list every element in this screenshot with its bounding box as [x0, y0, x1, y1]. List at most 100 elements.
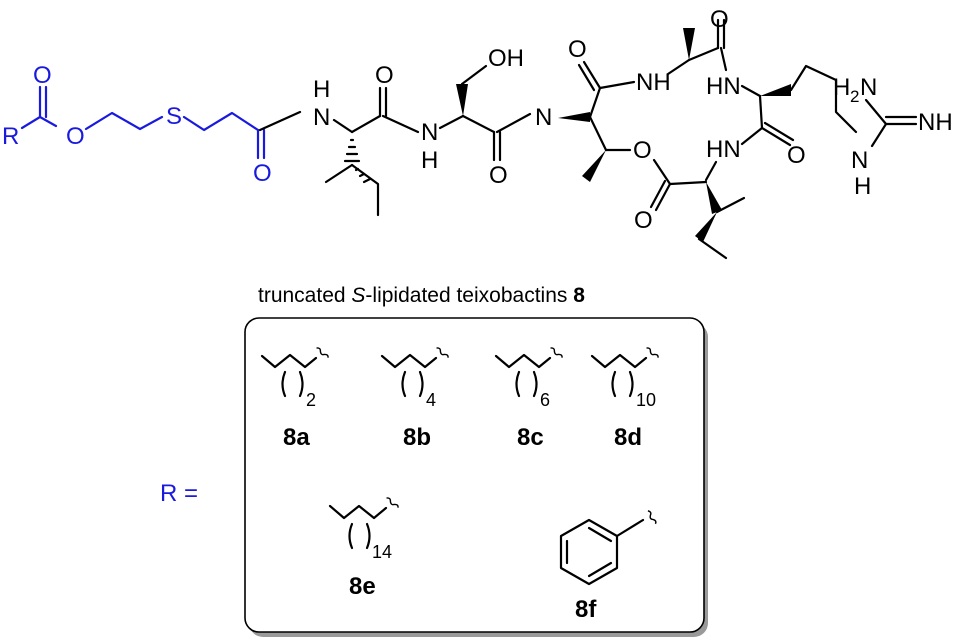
guanidine-n: N [851, 147, 868, 174]
left-paren [348, 522, 354, 550]
repeat-count: 10 [636, 390, 656, 410]
linear-peptide: H N O N H OH O N [258, 45, 552, 217]
n-to-guan-c [870, 122, 888, 148]
ile-amide-h: H [313, 76, 330, 103]
nh-to-ala-alpha [666, 58, 691, 76]
left-paren [281, 370, 287, 398]
benzene-double-bond-1 [587, 526, 613, 543]
hn-to-arg-alpha [740, 84, 762, 98]
n-to-ile-alpha [332, 118, 354, 134]
ile-amide-n: N [313, 104, 330, 131]
ile2-amide-hn: HN [706, 136, 741, 163]
compound-label: 8c [517, 424, 544, 451]
ser-carbonyl-oxygen: O [489, 162, 508, 189]
arg-co-to-hn [740, 126, 764, 146]
macrocycle: O NH O HN O HN O O [558, 6, 858, 260]
imine-nh: NH [918, 109, 953, 136]
ser-amide-h: H [421, 147, 438, 174]
right-paren [418, 370, 424, 398]
alkyl-chain [380, 353, 438, 369]
ile2-alpha-to-co [668, 180, 708, 186]
ser-hydroxyl: OH [488, 45, 524, 72]
guanidine: N H H 2 N NH [833, 74, 953, 200]
compound-label: 8a [283, 424, 310, 451]
ala-wedge-methyl [683, 28, 695, 60]
right-paren [298, 370, 304, 398]
amino-subscript: 2 [850, 87, 859, 106]
arg-side-chain [789, 64, 858, 134]
ile2-wedge-bond [706, 182, 722, 214]
amino-h: H [833, 74, 850, 101]
r-group-label: R [2, 123, 19, 150]
alkyl-chain [260, 353, 318, 369]
ile2-beta-wedge [695, 212, 717, 242]
benzene-double-bond-2 [587, 561, 613, 578]
variant-8a: 2 8a [260, 347, 329, 451]
right-paren [628, 370, 634, 398]
ile-ethyl [350, 163, 380, 217]
thr-beta-wedge-methyl [582, 150, 606, 182]
repeat-count: 14 [372, 542, 392, 562]
ile-hashed-bond [343, 138, 361, 163]
co-to-lactone-o [652, 158, 672, 186]
thr-co-bond [582, 60, 602, 90]
thr-carbonyl-oxygen: O [568, 36, 587, 63]
attachment-wavy-bond [550, 347, 563, 358]
amide-carbonyl-oxygen: O [253, 160, 272, 187]
right-paren [365, 522, 371, 550]
n-to-ser-alpha [438, 114, 465, 130]
left-paren [401, 370, 407, 398]
variant-8c: 6 8c [494, 347, 563, 451]
r-equals-label: R = [160, 480, 198, 507]
lipid-tail: R O O S O [2, 62, 272, 187]
arg-co-bond [760, 126, 792, 147]
ile2-methyl [715, 196, 746, 214]
right-paren [532, 370, 538, 398]
arg-co-bond-2 [763, 121, 795, 142]
thr-wedge-bond [558, 112, 590, 122]
compound-label: 8d [614, 424, 642, 451]
ala-carbonyl-oxygen: O [710, 6, 729, 33]
guanidine-n-h: H [854, 173, 871, 200]
arg-wedge-bond [760, 84, 791, 96]
amide-bond-ile [258, 110, 302, 132]
thr-co-bond-2 [577, 63, 596, 92]
amino-n: N [860, 74, 877, 101]
thr-alpha-to-co [588, 86, 602, 119]
ester-oxygen: O [66, 123, 85, 150]
ile-methyl [324, 163, 354, 184]
ser-ch2-oh [460, 64, 488, 86]
ile-alpha-to-co [350, 114, 382, 134]
attachment-wavy-bond [647, 510, 657, 525]
figure-caption: truncated S-lipidated teixobactins 8 [258, 284, 585, 307]
thr-amide-n: N [535, 104, 552, 131]
r-to-carbonyl-bond [20, 115, 58, 130]
variant-8e: 14 8e [328, 497, 399, 600]
thioether-sulfur: S [166, 103, 182, 130]
alkyl-chain [494, 353, 552, 369]
left-paren [515, 370, 521, 398]
compound-label: 8b [403, 424, 431, 451]
alkyl-chain [328, 504, 388, 520]
arg-carbonyl-oxygen: O [787, 142, 806, 169]
lactone-carbonyl-oxygen: O [634, 207, 653, 234]
repeat-count: 2 [306, 390, 316, 410]
compound-label: 8f [575, 596, 597, 623]
ile2-ethyl [697, 237, 728, 260]
thr-alpha-beta [588, 115, 608, 152]
hn-to-ile2-alpha [704, 160, 718, 182]
ala-amide-nh: NH [636, 69, 671, 96]
arg-amide-hn: HN [706, 73, 741, 100]
repeat-count: 4 [426, 390, 436, 410]
ser-amide-n: N [421, 119, 438, 146]
alkyl-chain [590, 353, 648, 369]
variant-8f: 8f [559, 510, 657, 623]
attachment-wavy-bond [646, 347, 659, 358]
attachment-wavy-bond [316, 347, 329, 358]
left-paren [611, 370, 617, 398]
phenyl-attachment-bond [615, 518, 645, 538]
ser-to-thr-amide [495, 112, 532, 134]
guan-c-to-nh2 [864, 98, 888, 126]
